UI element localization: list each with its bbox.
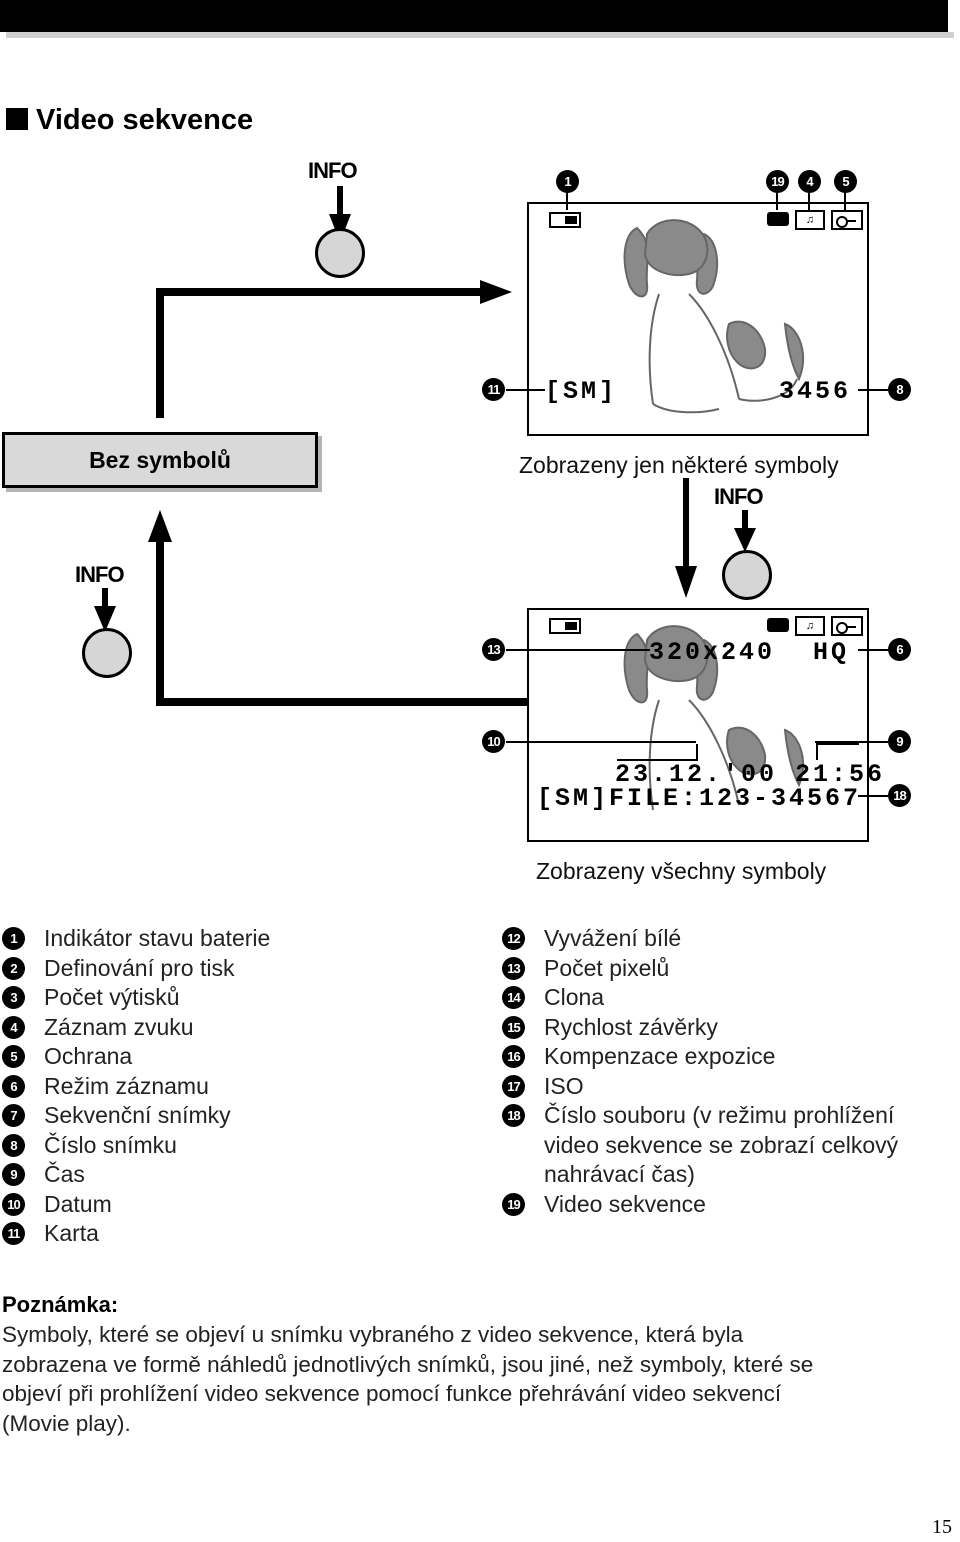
- callout-11: 11: [482, 378, 505, 401]
- info-label-left: INFO: [75, 562, 125, 587]
- caption-all-symbols: Zobrazeny všechny symboly: [536, 858, 827, 884]
- callout-5: 5: [834, 170, 857, 193]
- lcd-screen-all-symbols: ♫ 320x240 HQ 23.12.'00 21:56 [SM]FILE:12…: [527, 608, 882, 842]
- info-label-middle: INFO: [714, 484, 764, 509]
- card-indicator: [SM]: [545, 377, 618, 406]
- info-label-top: INFO: [308, 158, 358, 183]
- callout-10: 10: [482, 730, 505, 753]
- quality-mode: HQ: [813, 638, 850, 667]
- sound-icon: ♫: [795, 616, 825, 636]
- info-button-left[interactable]: [82, 628, 132, 678]
- protect-key-icon: [831, 210, 863, 230]
- info-button-top[interactable]: [315, 228, 365, 278]
- dog-illustration: [623, 219, 804, 414]
- date-time: 23.12.'00 21:56: [615, 760, 886, 789]
- info-button-middle[interactable]: [722, 550, 772, 600]
- flow-diagram-lines: [94, 186, 756, 706]
- callout-9: 9: [888, 730, 911, 753]
- sound-icon: ♫: [795, 210, 825, 230]
- callout-8: 8: [888, 378, 911, 401]
- resolution: 320x240: [649, 638, 776, 667]
- no-symbols-box: Bez symbolů: [2, 432, 318, 488]
- callout-19: 19: [766, 170, 789, 193]
- protect-key-icon: [831, 616, 863, 636]
- note-body: Symboly, které se objeví u snímku vybran…: [2, 1322, 814, 1436]
- callout-13: 13: [482, 638, 505, 661]
- section-title: Video sekvence: [6, 104, 253, 137]
- callout-lines: [506, 192, 888, 797]
- battery-icon: [549, 212, 581, 228]
- note-title: Poznámka:: [2, 1292, 119, 1317]
- caption-some-symbols: Zobrazeny jen některé symboly: [519, 452, 839, 478]
- lcd-screen-some-symbols: ♫ [SM] 3456: [527, 202, 869, 436]
- callout-1: 1: [556, 170, 579, 193]
- battery-icon: [549, 618, 581, 634]
- dog-illustration-2: [617, 625, 859, 811]
- video-camera-icon: [767, 212, 789, 226]
- callout-4: 4: [798, 170, 821, 193]
- file-number: [SM]FILE:123-34567: [537, 784, 862, 813]
- header-bar: [0, 0, 948, 32]
- video-camera-icon: [767, 618, 789, 632]
- bullet-square-icon: [6, 108, 28, 130]
- page-number: 15: [932, 1516, 952, 1538]
- callout-6: 6: [888, 638, 911, 661]
- callout-18: 18: [888, 784, 911, 807]
- frame-number: 3456: [779, 377, 852, 406]
- header-bar-shadow: [6, 32, 954, 38]
